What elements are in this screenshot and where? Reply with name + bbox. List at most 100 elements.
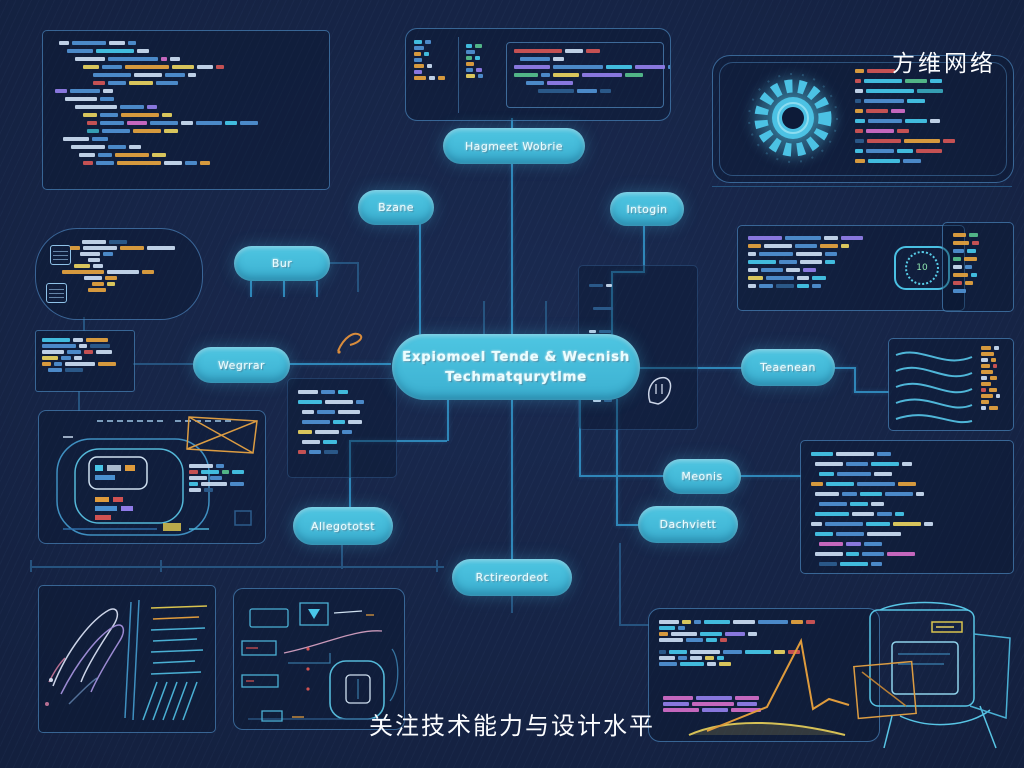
connector-line (616, 399, 618, 526)
node-bzane[interactable]: Bzane (358, 190, 434, 225)
camera-sketch-icon (56, 416, 258, 536)
connector-line (611, 273, 613, 335)
panel-mini-tokens (942, 222, 1014, 312)
node-intogin[interactable]: Intogin (610, 192, 684, 226)
code-lines (189, 463, 259, 493)
divider (458, 37, 459, 113)
connector-line (483, 301, 485, 335)
node-dachviett[interactable]: Dachviett (638, 506, 738, 543)
code-lines (663, 695, 783, 713)
node-wegrrar[interactable]: Wegrrar (193, 347, 290, 383)
node-label: Intogin (626, 202, 668, 216)
dial-widget[interactable]: 10 (894, 246, 950, 290)
node-rctireordeot[interactable]: Rctireordeot (452, 559, 572, 596)
node-hagmeet-wobrie[interactable]: Hagmeet Wobrie (443, 128, 585, 164)
connector-line (639, 367, 742, 369)
connector-line (579, 399, 581, 477)
connector-line (250, 281, 252, 297)
connector-line (834, 367, 856, 369)
inner-code-box (506, 42, 670, 108)
connector-line (78, 391, 80, 411)
node-label: Bzane (378, 201, 414, 214)
connector-line (349, 440, 447, 442)
ruler-tick (30, 560, 32, 572)
code-lines (298, 387, 386, 457)
brand-logo: 方维网络 (892, 51, 996, 77)
node-meonis[interactable]: Meonis (663, 459, 741, 494)
connector-line (316, 281, 318, 297)
panel-waveform (888, 338, 1014, 431)
connector-line (447, 399, 449, 441)
panel-code-lower-right (800, 440, 1014, 574)
connector-line (511, 163, 513, 335)
code-lines (855, 66, 1005, 166)
node-label: Rctireordeot (475, 571, 549, 584)
connector-line (643, 223, 645, 273)
connector-line (330, 262, 358, 264)
ruler-line (30, 566, 444, 568)
printer-sketch (840, 598, 1018, 756)
node-label: Allegototst (311, 519, 375, 533)
hand-doodle-icon (648, 376, 672, 405)
panel-chart-code (648, 608, 880, 742)
code-lines (981, 345, 1009, 411)
connector-line (619, 543, 621, 625)
panel-top-left-code (42, 30, 330, 190)
connector-line (419, 224, 421, 336)
connector-line (283, 281, 285, 297)
node-allegototst[interactable]: Allegototst (293, 507, 393, 545)
code-lines (414, 39, 458, 81)
node-teaenean[interactable]: Teaenean (741, 349, 835, 386)
panel-code-mid-left (287, 378, 397, 478)
node-central-topic[interactable]: Expiomoel Tende & Wecnish Techmatqurytlm… (392, 334, 640, 400)
panel-flowchart-sketch (233, 588, 405, 730)
connector-line (619, 624, 649, 626)
caption-text: 关注技术能力与设计水平 (369, 712, 655, 740)
connector-line (511, 399, 513, 560)
connector-line (341, 545, 343, 569)
connector-line (511, 118, 513, 128)
node-label: Teaenean (760, 361, 816, 374)
document-icon (50, 245, 71, 265)
ruler-tick (436, 560, 438, 572)
printer-sketch-icon (853, 601, 1011, 749)
code-lines (42, 337, 128, 373)
code-lines (659, 619, 819, 667)
code-lines (748, 234, 880, 290)
code-lines (512, 47, 670, 95)
code-lines (811, 449, 1003, 569)
connector-line (83, 317, 85, 331)
connector-line (357, 262, 359, 292)
panel-top-middle (405, 28, 671, 121)
connector-line (712, 186, 1012, 187)
panel-hand-sketch (38, 585, 216, 733)
connector-line (740, 475, 801, 477)
panel-code-right: 10 (737, 225, 965, 311)
central-topic-line1: Expiomoel Tende & Wecnish (402, 348, 630, 365)
connector-line (133, 363, 193, 365)
panel-note-small (35, 330, 135, 392)
gear-icon (748, 73, 838, 163)
connector-line (854, 391, 889, 393)
connector-line (289, 363, 391, 365)
central-topic-line2: Techmatqurytlme (445, 369, 587, 385)
connector-line (511, 595, 513, 613)
node-bur[interactable]: Bur (234, 246, 330, 281)
code-lines (466, 43, 510, 79)
node-label: Bur (271, 257, 293, 270)
dial-value: 10 (905, 251, 939, 285)
waveform-icon (895, 351, 973, 424)
node-label: Hagmeet Wobrie (465, 139, 563, 153)
node-label: Wegrrar (218, 358, 265, 372)
connector-line (545, 301, 547, 335)
panel-camera-sketch (38, 410, 266, 544)
connector-line (854, 367, 856, 393)
connector-line (579, 475, 664, 477)
node-label: Meonis (681, 470, 723, 483)
connector-line (349, 441, 351, 508)
code-lines (53, 39, 319, 167)
connector-line (616, 524, 640, 526)
hand-sketch-icon (45, 599, 208, 721)
connector-line (611, 271, 645, 273)
